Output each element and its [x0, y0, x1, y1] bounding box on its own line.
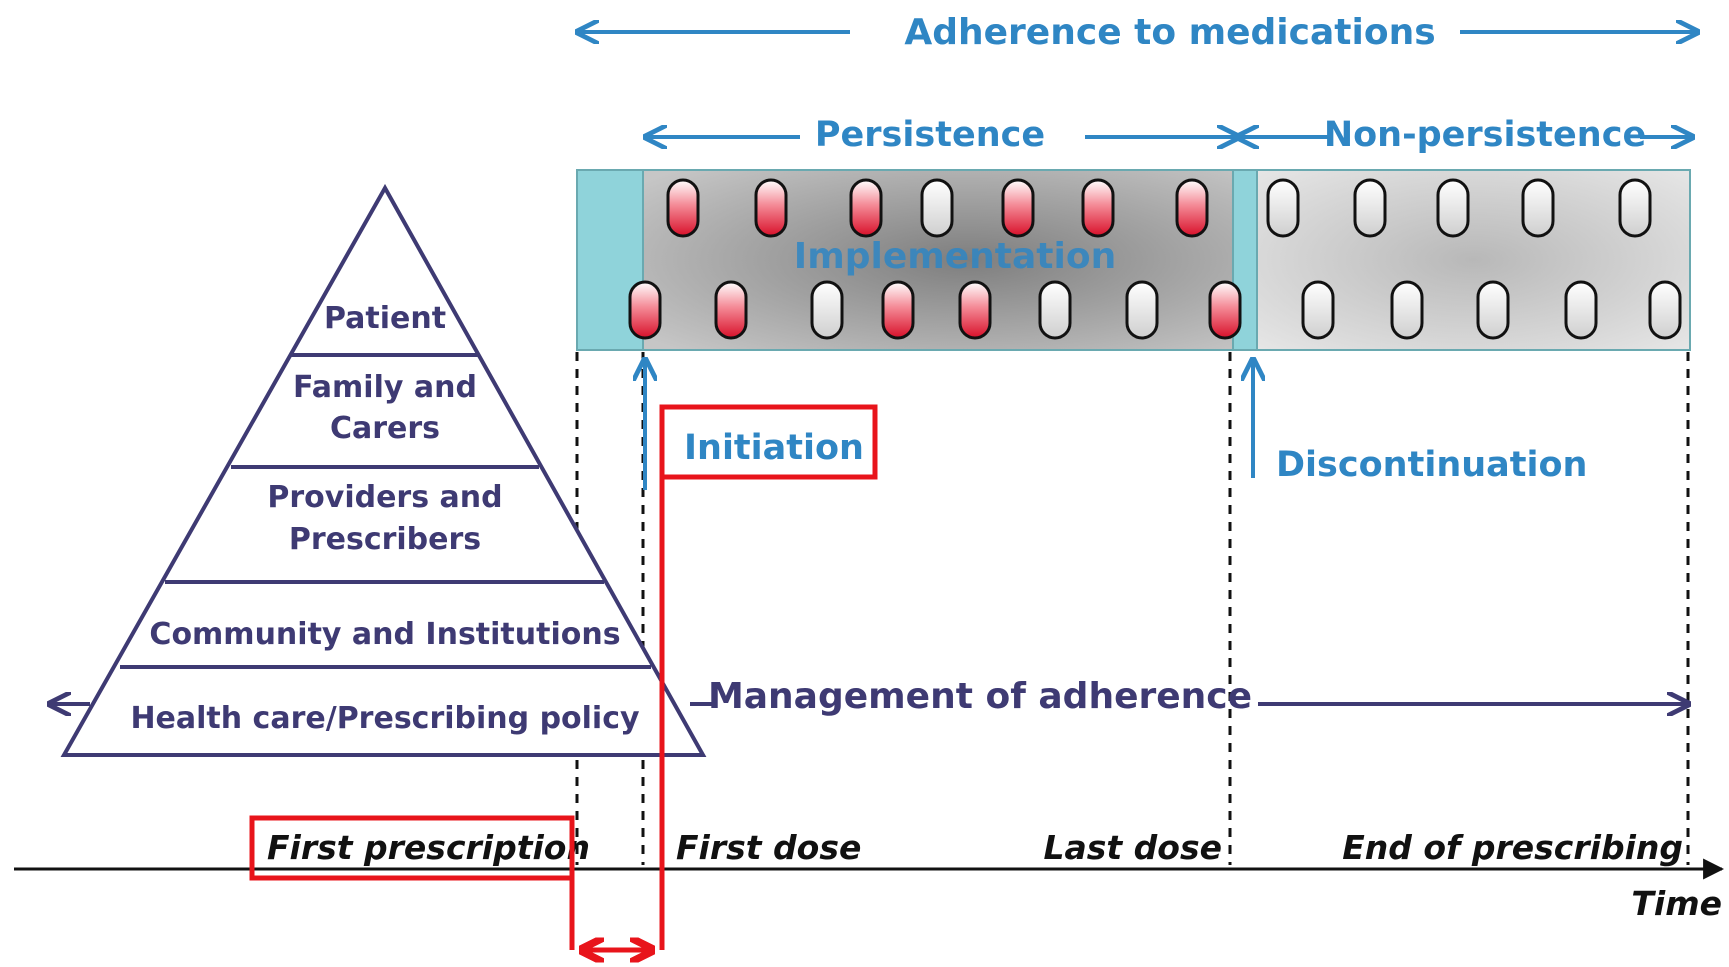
management-label: Management of adherence [708, 676, 1252, 717]
pill-missed [810, 280, 844, 340]
end-of-prescribing-label: End of prescribing [1342, 828, 1683, 867]
pills-taken-top [666, 178, 1209, 238]
pyramid-level-community: Community and Institutions [149, 617, 620, 652]
pyramid-level-family: Family and [293, 370, 477, 405]
initiation-highlight [659, 404, 878, 480]
pill-taken [1175, 178, 1209, 238]
pyramid-level-carers: Carers [330, 411, 440, 446]
first-dose-label: First dose [676, 828, 861, 867]
pill-missed [1648, 280, 1682, 340]
pill-missed [1436, 178, 1470, 238]
pyramid-level-prescribers: Prescribers [289, 522, 481, 557]
pill-missed [1476, 280, 1510, 340]
pill-missed [1618, 178, 1652, 238]
pill-taken [881, 280, 915, 340]
highlight-annotations [249, 404, 878, 950]
pyramid-level-patient: Patient [324, 301, 446, 336]
first-prescription-label: First prescription [267, 828, 590, 867]
implementation-label: Implementation [794, 236, 1116, 277]
pill-taken [849, 178, 883, 238]
pill-missed [920, 178, 954, 238]
adherence-label: Adherence to medications [904, 12, 1435, 53]
pill-taken [958, 280, 992, 340]
pill-missed [1353, 178, 1387, 238]
pill-taken [1001, 178, 1035, 238]
pill-missed [1390, 280, 1424, 340]
pill-missed [1521, 178, 1555, 238]
initiation-label: Initiation [684, 428, 864, 468]
pill-taken [714, 280, 748, 340]
pill-taken [1081, 178, 1115, 238]
persistence-label: Persistence [815, 115, 1045, 155]
time-label: Time [1631, 884, 1722, 923]
pill-taken [628, 280, 662, 340]
pyramid-levels: Patient Family and Carers Providers and … [130, 301, 640, 736]
discontinuation-label: Discontinuation [1276, 445, 1587, 485]
pill-missed [1038, 280, 1072, 340]
pill-missed [1564, 280, 1598, 340]
pyramid-level-providers: Providers and [267, 480, 502, 515]
pill-taken [754, 178, 788, 238]
pill-missed [1301, 280, 1335, 340]
last-dose-label: Last dose [1043, 828, 1222, 867]
first-prescription-highlight [249, 815, 575, 881]
non-persistence-label: Non-persistence [1324, 115, 1646, 155]
pill-missed [1125, 280, 1159, 340]
pills-missed [1266, 178, 1682, 340]
pills-taken-bottom [628, 280, 1242, 340]
pyramid-level-health-care: Health care/Prescribing policy [130, 701, 640, 736]
pill-taken [1208, 280, 1242, 340]
pill-missed [1266, 178, 1300, 238]
pyramid [60, 183, 707, 757]
pill-taken [666, 178, 700, 238]
